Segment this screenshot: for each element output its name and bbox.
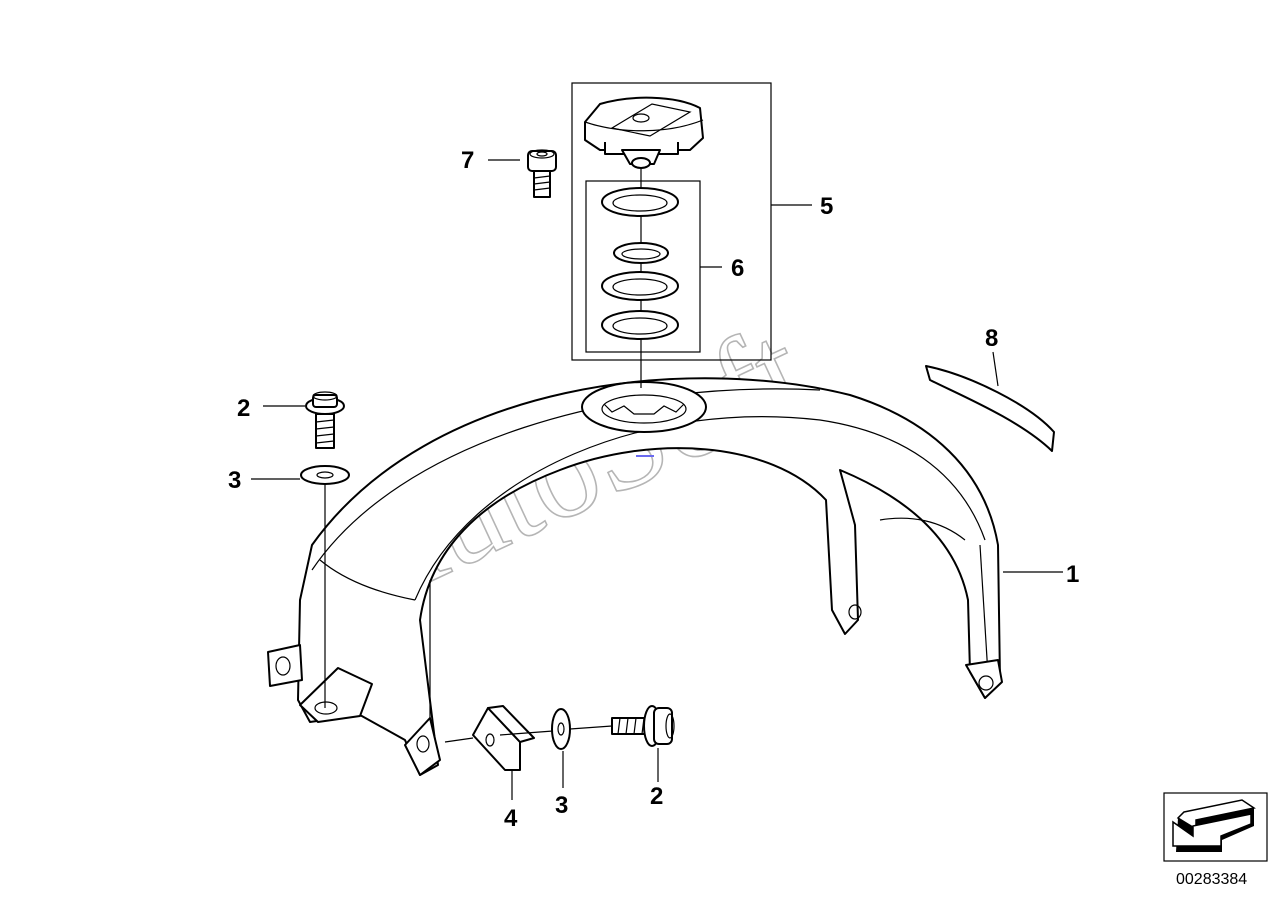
callout-2-bottom: 2 <box>650 783 663 810</box>
bolt-2-top <box>305 391 345 449</box>
callout-5: 5 <box>820 193 833 220</box>
callout-3-bottom: 3 <box>555 792 568 819</box>
trim-strip <box>925 365 1055 452</box>
arrow-left-down-icon <box>1163 792 1268 862</box>
callout-8: 8 <box>985 325 998 352</box>
callout-3-top: 3 <box>228 467 241 494</box>
callout-1: 1 <box>1066 561 1079 588</box>
washer-3-top <box>300 465 350 485</box>
washer-3-bottom <box>551 708 571 750</box>
frame-assembly-5 <box>571 82 772 361</box>
callout-2-top: 2 <box>237 395 250 422</box>
gasket-set <box>601 187 679 340</box>
callout-4: 4 <box>504 805 518 832</box>
filler-cap <box>584 96 704 169</box>
bolt-2-bottom <box>611 705 675 747</box>
tank-cover <box>267 377 1003 776</box>
screw-7 <box>527 149 557 198</box>
bracket-4 <box>472 705 535 771</box>
callout-7: 7 <box>461 147 474 174</box>
reference-number: 00283384 <box>1176 871 1247 888</box>
callout-6: 6 <box>731 255 744 282</box>
